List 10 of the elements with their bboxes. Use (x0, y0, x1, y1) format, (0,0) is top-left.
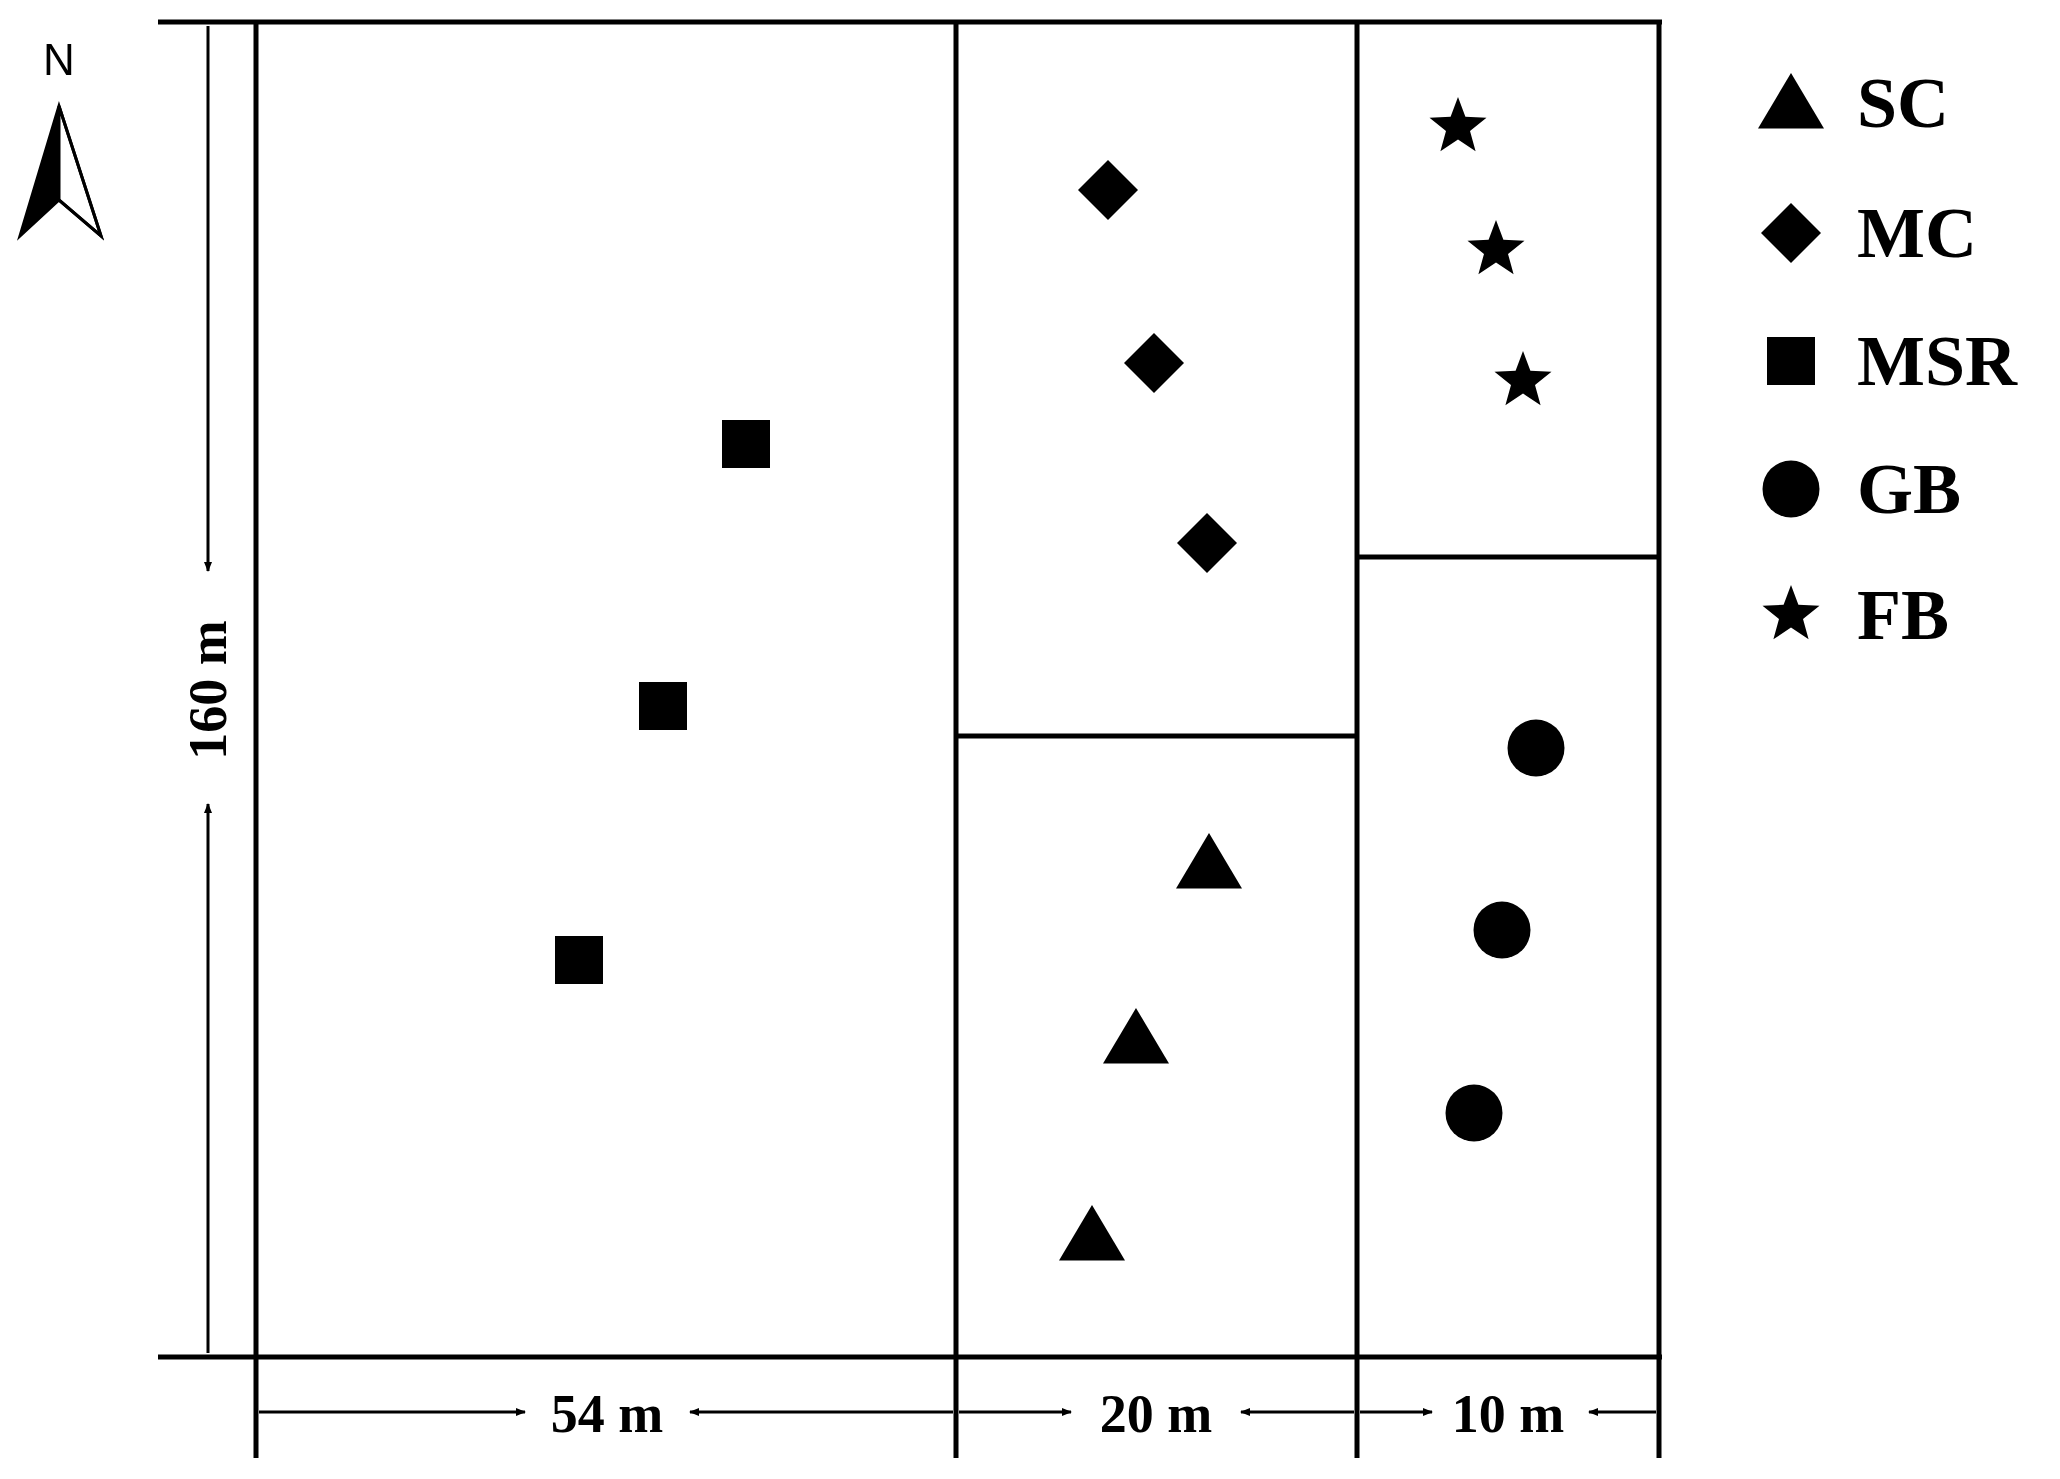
north-label: N (43, 38, 75, 82)
dimension-label: 160 m (181, 620, 235, 760)
legend-label: MSR (1857, 325, 2017, 397)
legend-label: FB (1857, 579, 1949, 651)
legend-label: GB (1857, 453, 1962, 525)
dimension-label: 54 m (550, 1387, 664, 1441)
dimension-label: 10 m (1451, 1387, 1565, 1441)
dimension-label: 20 m (1099, 1387, 1213, 1441)
legend-label: MC (1857, 197, 1977, 269)
legend-label: SC (1857, 67, 1950, 139)
